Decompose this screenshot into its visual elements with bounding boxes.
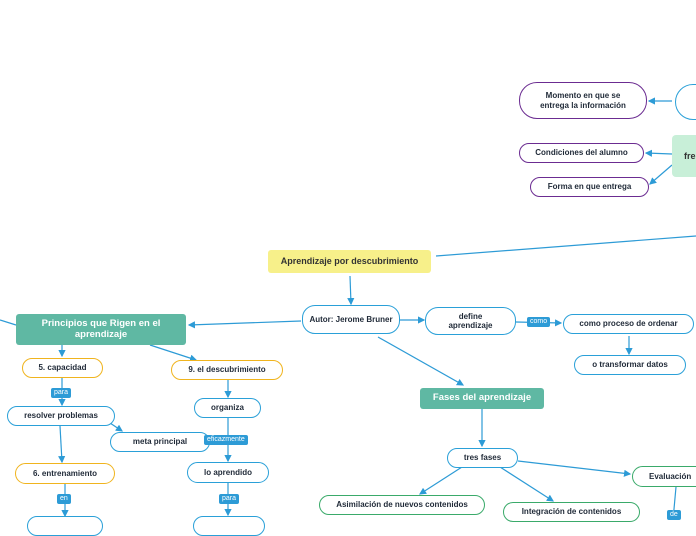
entrenamiento-child-node[interactable] bbox=[27, 516, 103, 536]
evaluacion-node[interactable]: Evaluación bbox=[632, 466, 696, 487]
como-tag: como bbox=[527, 317, 551, 328]
edge-principios-descubrimiento bbox=[149, 344, 198, 362]
edge-central-offscreen bbox=[435, 235, 696, 257]
edge-tres-asimilacion bbox=[418, 466, 463, 495]
en-tag: en bbox=[57, 494, 71, 505]
author-node[interactable]: Autor: Jerome Bruner bbox=[302, 305, 400, 334]
capacidad-node[interactable]: 5. capacidad bbox=[22, 358, 103, 378]
transformar-node[interactable]: o transformar datos bbox=[574, 355, 686, 375]
forma-node[interactable]: Forma en que entrega bbox=[530, 177, 649, 197]
asimilacion-node[interactable]: Asimilación de nuevos contenidos bbox=[319, 495, 485, 515]
descubrimiento-node[interactable]: 9. el descubrimiento bbox=[171, 360, 283, 380]
edge-tres-evaluacion bbox=[517, 460, 632, 477]
momento-node[interactable]: Momento en que se entrega la información bbox=[519, 82, 647, 119]
edge-author-principios bbox=[187, 320, 302, 329]
aprendido-child-node[interactable] bbox=[193, 516, 265, 536]
resolver-node[interactable]: resolver problemas bbox=[7, 406, 115, 426]
central-topic[interactable]: Aprendizaje por descubrimiento bbox=[268, 250, 431, 273]
aprendido-node[interactable]: lo aprendido bbox=[187, 462, 269, 483]
edge-principios-offscreen bbox=[0, 319, 17, 326]
organiza-node[interactable]: organiza bbox=[194, 398, 261, 418]
edge-central-author bbox=[347, 275, 355, 306]
principios-topic[interactable]: Principios que Rigen en el aprendizaje bbox=[16, 314, 186, 345]
fre-topic[interactable]: fre bbox=[672, 135, 696, 177]
edge-condiciones bbox=[644, 149, 673, 157]
fases-topic[interactable]: Fases del aprendizaje bbox=[420, 388, 544, 409]
edge-resolver-meta bbox=[109, 422, 123, 432]
eficazmente-tag: eficazmente bbox=[204, 435, 248, 446]
proceso-node[interactable]: como proceso de ordenar bbox=[563, 314, 694, 334]
entrenamiento-node[interactable]: 6. entrenamiento bbox=[15, 463, 115, 484]
edge-author-fases bbox=[377, 336, 465, 386]
para-tag-2: para bbox=[219, 494, 240, 505]
tres-fases-node[interactable]: tres fases bbox=[447, 448, 518, 468]
edge-resolver-entrenamiento bbox=[58, 425, 66, 464]
edge-forma bbox=[649, 164, 673, 185]
para-tag-1: para bbox=[51, 388, 72, 399]
de-tag: de bbox=[667, 510, 681, 521]
edge-tres-integracion bbox=[499, 466, 555, 502]
meta-node[interactable]: meta principal bbox=[110, 432, 210, 452]
condiciones-node[interactable]: Condiciones del alumno bbox=[519, 143, 644, 163]
integracion-node[interactable]: Integración de contenidos bbox=[503, 502, 640, 522]
define-node[interactable]: define aprendizaje bbox=[425, 307, 516, 335]
